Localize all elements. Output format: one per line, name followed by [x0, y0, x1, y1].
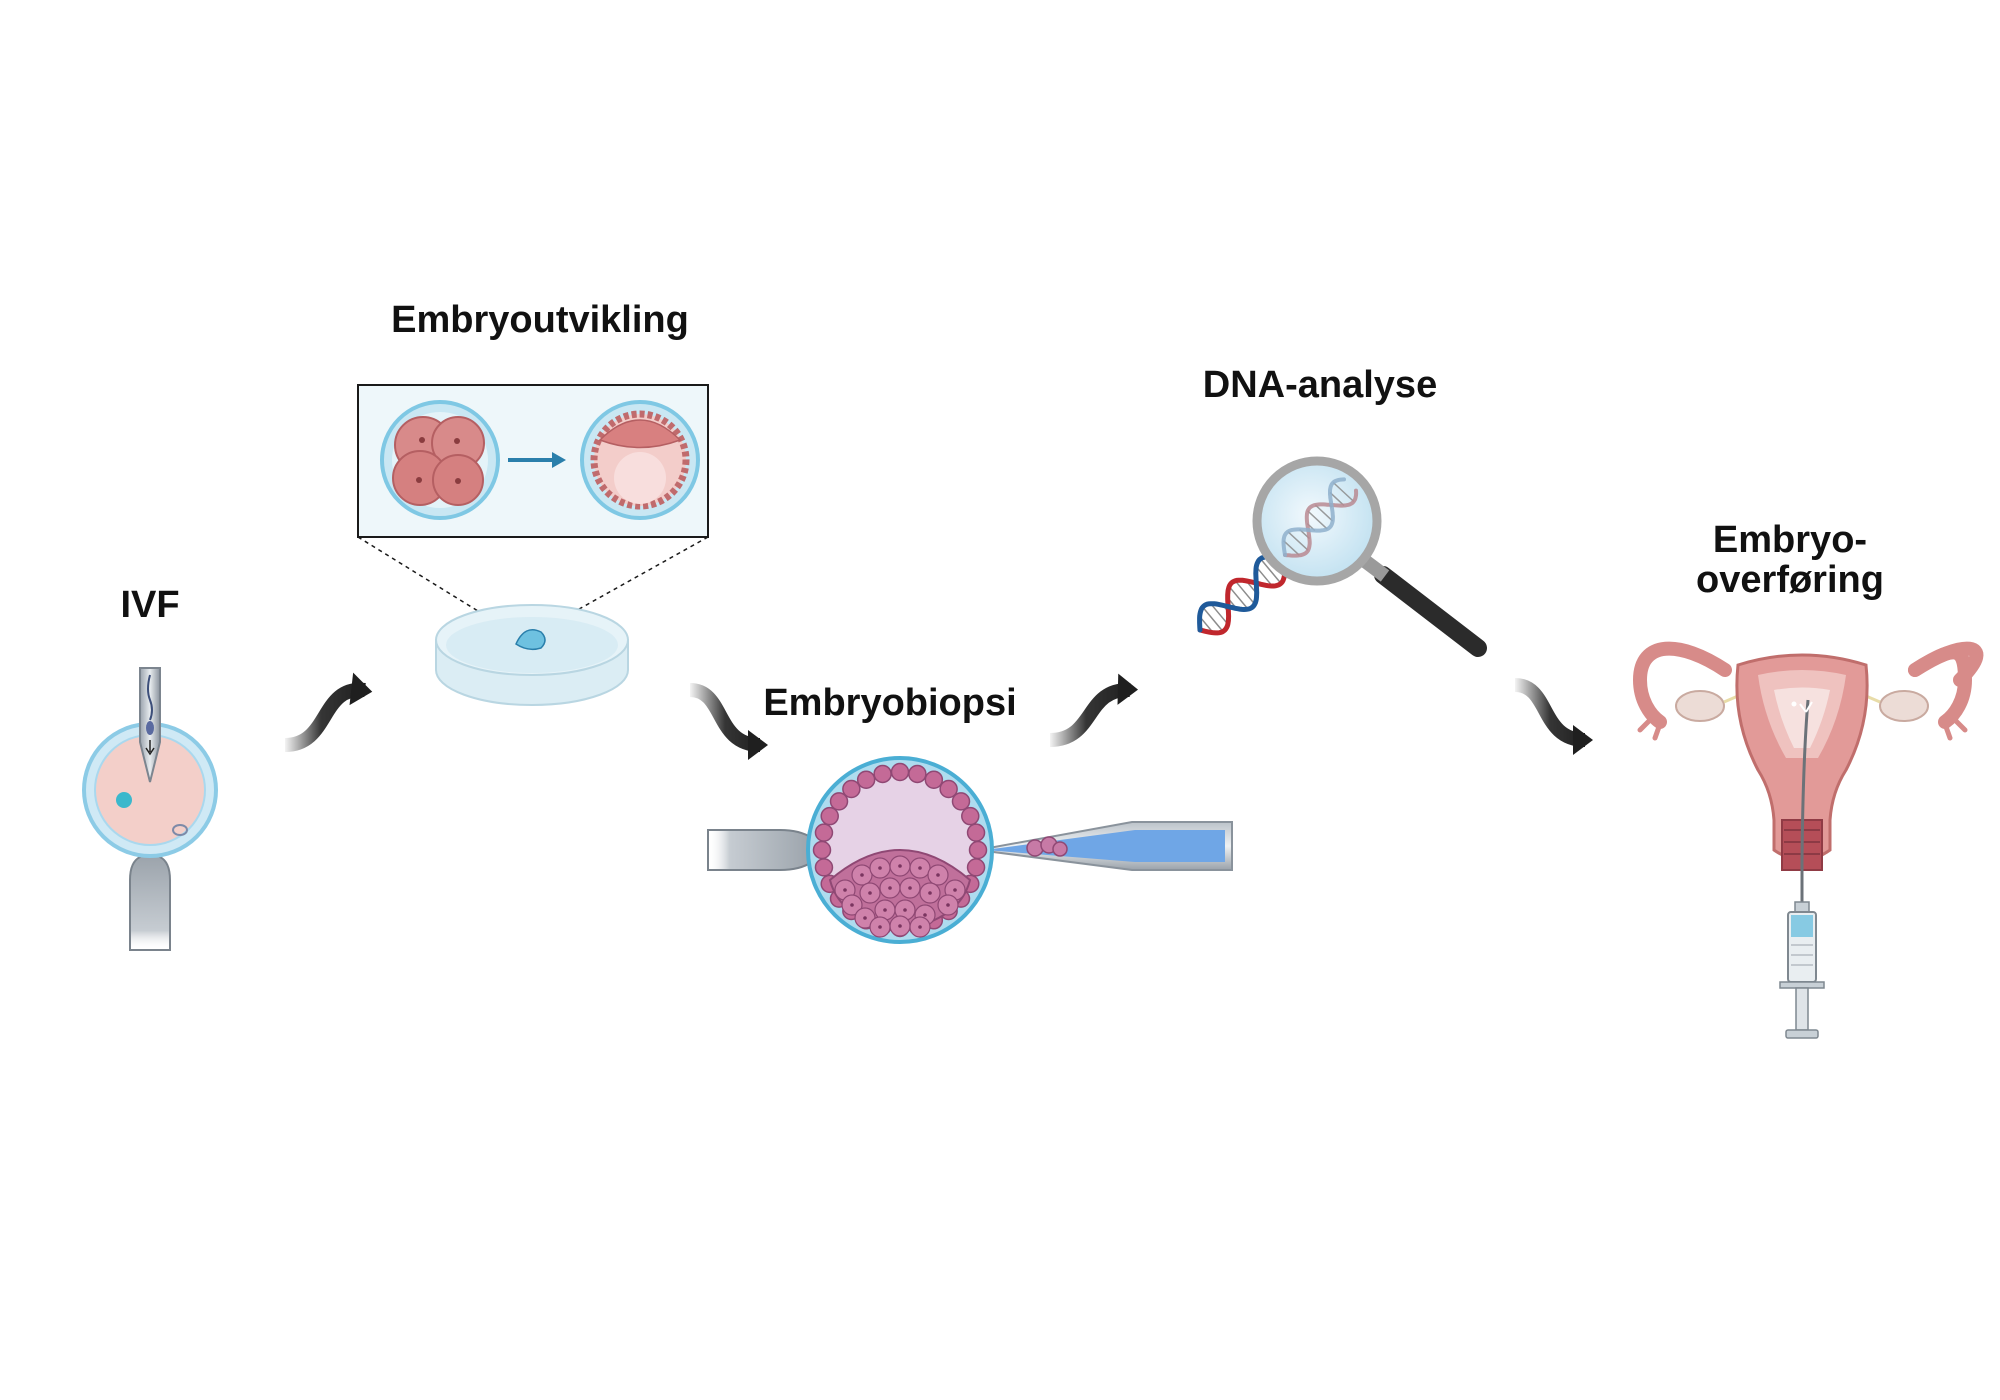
embryo-development-illustration — [357, 384, 709, 706]
trophectoderm-cell — [873, 764, 892, 784]
biopsied-cell — [1052, 841, 1068, 857]
embryo-biopsy-illustration — [707, 756, 1233, 944]
trophectoderm-cell — [966, 823, 986, 842]
trophectoderm-cell — [966, 858, 986, 877]
needle-direction-icon — [145, 740, 155, 756]
trophectoderm-cell — [829, 792, 849, 811]
step-label-embryo-transfer: Embryo- overføring — [1640, 520, 1940, 600]
step-label-embryo-transfer-line2: overføring — [1696, 559, 1884, 601]
fallopian-tube-right — [1908, 645, 1973, 729]
oocyte-nucleus — [116, 792, 132, 808]
curved-arrow-icon — [284, 672, 373, 752]
magnifier-handle — [1374, 566, 1487, 657]
ovary-left — [1675, 690, 1725, 722]
biopsy-pipette-fluid — [985, 830, 1225, 862]
trophectoderm-cell — [924, 770, 944, 789]
step-label-embryo-biopsy: Embryobiopsi — [763, 682, 1017, 724]
dna-analysis-illustration — [1197, 456, 1487, 657]
trophectoderm-cell — [968, 840, 988, 860]
holding-pipette — [707, 829, 817, 871]
step-label-embryo-development: Embryoutvikling — [391, 299, 689, 341]
trophectoderm-cell — [939, 779, 958, 799]
magnifier-neck — [1360, 555, 1390, 582]
trophectoderm-cell — [814, 858, 834, 877]
trophectoderm-cell — [890, 762, 910, 782]
polar-body — [172, 824, 188, 836]
step-label-embryo-transfer-line1: Embryo- — [1712, 519, 1868, 561]
trophectoderm-cell — [812, 840, 832, 860]
trophectoderm-cell — [820, 806, 839, 826]
embryo-transfer-illustration — [1632, 641, 1984, 1039]
sperm-head — [146, 721, 154, 735]
inner-cell-mass — [598, 419, 682, 449]
sperm-tail — [147, 674, 153, 721]
trophectoderm-ring — [812, 762, 988, 938]
transfer-catheter — [1800, 699, 1810, 915]
step-label-dna-analysis: DNA-analyse — [1202, 364, 1438, 406]
petri-dish — [435, 604, 629, 706]
uterine-cavity — [1774, 687, 1830, 748]
curved-arrow-icon — [1514, 678, 1593, 755]
embryo-droplet — [515, 629, 546, 651]
ivf-icsi-illustration — [82, 667, 218, 951]
trophectoderm-cell — [814, 823, 834, 842]
syringe-icon — [1779, 901, 1825, 1039]
blastocoel — [614, 452, 666, 504]
curved-arrow-icon — [689, 683, 768, 760]
trophectoderm-cell — [856, 770, 876, 789]
trophectoderm-cell — [908, 764, 927, 784]
ovary-right — [1879, 690, 1929, 722]
fallopian-tube-left — [1632, 641, 1732, 729]
fimbriae — [1637, 717, 1968, 741]
step-label-ivf: IVF — [120, 584, 180, 626]
curved-arrow-icon — [1049, 673, 1139, 747]
inner-cell-mass-cells — [834, 855, 966, 938]
holding-pipette — [129, 852, 171, 951]
projection-line — [357, 536, 513, 633]
magnified-dna-icon — [1281, 477, 1359, 558]
magnifier-lens — [1252, 456, 1382, 586]
trophectoderm-cell — [951, 792, 971, 811]
biopsied-cell — [1026, 839, 1044, 857]
trophectoderm-cell — [961, 806, 980, 826]
trophectoderm-cell — [842, 779, 861, 799]
